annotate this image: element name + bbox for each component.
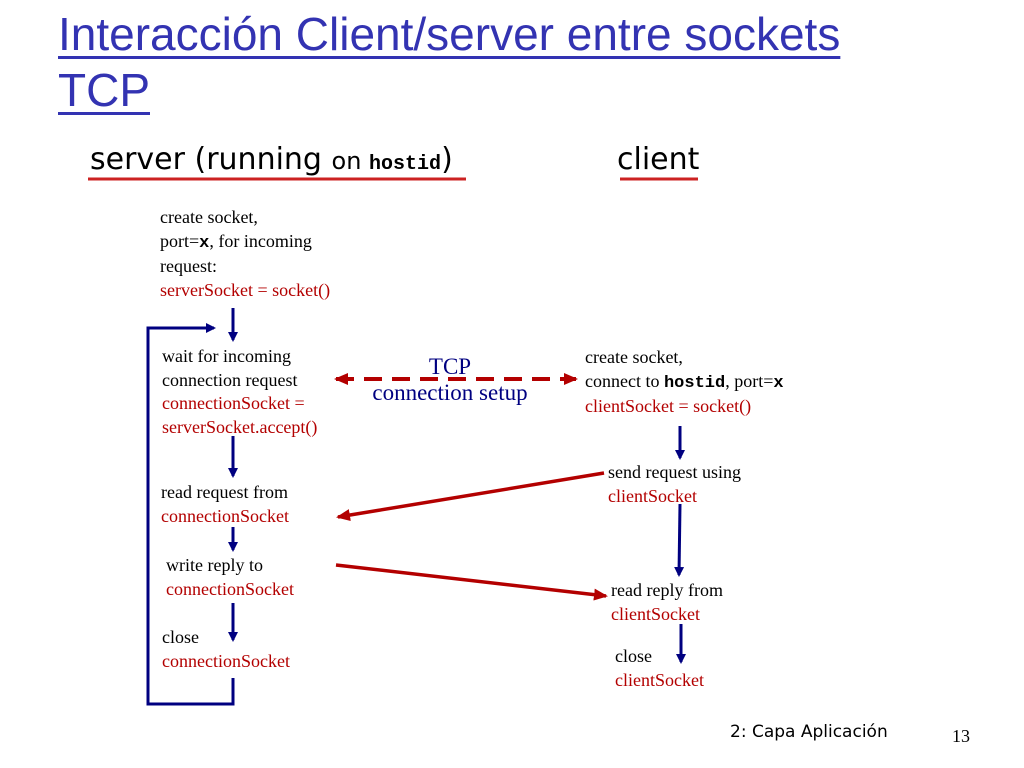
client-heading: client <box>617 142 699 178</box>
request-message-arrow <box>336 471 605 521</box>
server-create-port-code: x <box>199 233 210 253</box>
client-read-code: clientSocket <box>611 603 700 624</box>
client-read-line1: read reply from <box>611 580 723 600</box>
client-step-read: read reply from clientSocket <box>611 579 723 626</box>
client-step-send: send request using clientSocket <box>608 461 741 508</box>
page-number: 13 <box>952 726 970 746</box>
client-create-line2-pre: connect to <box>585 370 664 391</box>
server-create-line2-post: , for incoming <box>209 230 312 251</box>
client-create-line2-mid: , port= <box>725 370 774 391</box>
client-create-host-code: hostid <box>663 373 726 393</box>
server-wait-line1: wait for incoming <box>162 346 291 366</box>
server-create-line2-pre: port= <box>160 230 200 251</box>
server-heading-paren-open: (running <box>184 142 332 177</box>
server-step-write: write reply to connectionSocket <box>166 554 294 601</box>
client-step-create-socket: create socket, connect to hostid, port=x… <box>585 346 784 419</box>
server-create-line3: request: <box>160 256 217 276</box>
client-heading-label: client <box>617 142 700 177</box>
server-wait-code1: connectionSocket = <box>162 393 305 413</box>
server-heading-on: on <box>331 147 370 175</box>
client-flow-arrow-2 <box>674 503 685 577</box>
footer-chapter: 2: Capa Aplicación <box>730 722 888 742</box>
client-close-code: clientSocket <box>615 669 704 690</box>
server-wait-code2: serverSocket.accept() <box>162 416 318 437</box>
server-heading-paren-close: ) <box>441 142 453 177</box>
server-heading-host: hostid <box>369 153 442 176</box>
server-write-line1: write reply to <box>166 555 263 575</box>
server-read-line1: read request from <box>161 482 288 502</box>
client-create-port-code: x <box>773 373 784 393</box>
server-read-code: connectionSocket <box>161 505 289 526</box>
server-write-code: connectionSocket <box>166 578 294 599</box>
client-create-code: clientSocket = socket() <box>585 396 752 416</box>
server-loop-arrow <box>146 323 235 706</box>
client-step-close: close clientSocket <box>615 645 704 692</box>
server-step-wait: wait for incoming connection request con… <box>162 345 317 439</box>
server-step-close: close connectionSocket <box>162 626 290 673</box>
slide-title: Interacción Client/server entre sockets … <box>58 6 840 118</box>
reply-message-arrow <box>335 563 608 601</box>
server-close-code: connectionSocket <box>162 650 290 671</box>
client-send-line1: send request using <box>608 462 741 482</box>
server-wait-line2: connection request <box>162 369 298 390</box>
client-create-line1: create socket, <box>585 347 683 367</box>
server-step-read: read request from connectionSocket <box>161 481 289 528</box>
server-heading: server (running on hostid) <box>90 142 453 183</box>
server-create-code: serverSocket = socket() <box>160 279 331 300</box>
server-close-line1: close <box>162 627 199 647</box>
slide-title-line2: TCP <box>58 64 150 116</box>
slide-title-line1: Interacción Client/server entre sockets <box>58 8 841 60</box>
server-create-line1: create socket, <box>160 207 258 227</box>
client-send-code: clientSocket <box>608 485 697 506</box>
client-close-line1: close <box>615 646 652 666</box>
server-step-create-socket: create socket, port=x, for incoming requ… <box>160 206 330 302</box>
server-heading-label: server <box>90 142 185 177</box>
